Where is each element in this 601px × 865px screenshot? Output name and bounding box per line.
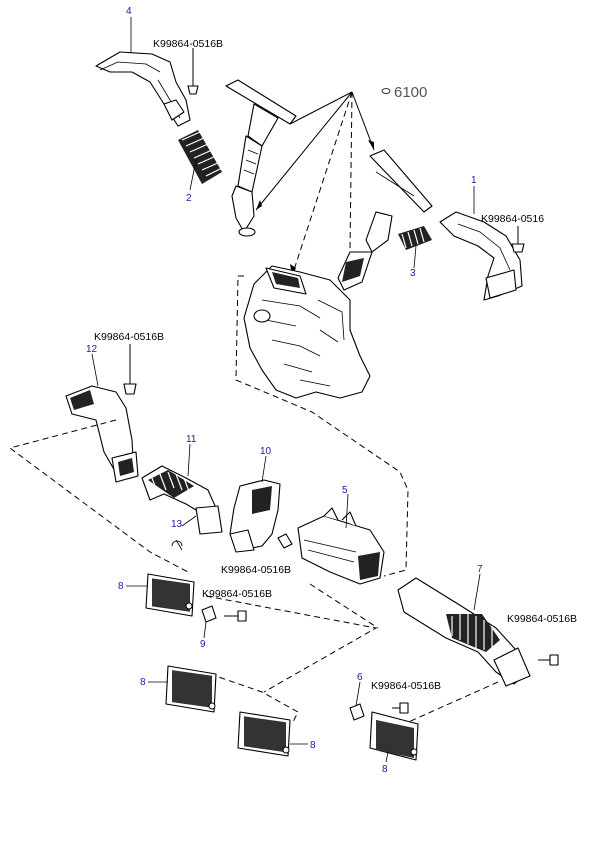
defroster-right-nozzle: [369, 149, 433, 213]
leader-5: [345, 493, 349, 529]
part-8-floor-grille-2: [165, 665, 217, 713]
leader-6: [355, 681, 361, 707]
leader-11: [187, 443, 191, 477]
callout-8-b: 8: [140, 677, 146, 688]
part-9-clip: [201, 605, 217, 623]
callout-8-d: 8: [382, 764, 388, 775]
part-number-left: K99864-0516B: [94, 331, 164, 343]
part-number-6: K99864-0516B: [371, 680, 441, 692]
leader-12: [91, 353, 99, 387]
leader-10: [261, 455, 267, 483]
leader-7: [473, 573, 481, 611]
part-11-corrugated-hose: [141, 465, 223, 535]
part-number-right: K99864-0516: [481, 213, 544, 225]
screw-left: [123, 344, 137, 395]
part-8-floor-grille-4: [369, 711, 419, 761]
part-10-vent-duct: [229, 479, 281, 553]
duct-right-riser: [337, 211, 393, 291]
leader-2: [189, 159, 197, 191]
callout-8-c: 8: [310, 740, 316, 751]
callout-2: 2: [186, 193, 192, 204]
screw-right: [511, 226, 525, 253]
part-3-coil-hose: [398, 226, 432, 250]
callout-3: 3: [410, 268, 416, 279]
callout-6: 6: [357, 672, 363, 683]
leader-7-to-8: [403, 681, 499, 725]
part-number-9: K99864-0516B: [202, 588, 272, 600]
leader-12-to-8: [8, 419, 189, 573]
part-number-top: K99864-0516B: [153, 38, 223, 50]
ref-clip-icon: [381, 88, 391, 94]
screw-top: [187, 48, 199, 95]
screw-6: [392, 702, 409, 714]
part-8-floor-grille-3: [237, 711, 291, 757]
leader-8-d: [385, 751, 389, 763]
callout-12: 12: [86, 344, 98, 355]
part-number-7: K99864-0516B: [507, 613, 577, 625]
callout-5: 5: [342, 485, 348, 496]
callout-13: 13: [171, 519, 183, 530]
callout-1: 1: [471, 175, 477, 186]
leader-13: [181, 515, 197, 527]
part-13-clip: [171, 539, 183, 551]
heater-unit-housing: [243, 265, 371, 399]
part-6-clip: [349, 703, 365, 721]
leader-3: [413, 245, 417, 269]
callout-4: 4: [126, 6, 132, 17]
part-8-floor-grille-1: [145, 573, 195, 617]
part-4-defroster-duct-left: [95, 51, 191, 127]
part-1-defroster-duct-right: [439, 211, 523, 301]
defroster-center-nozzle: [225, 79, 297, 237]
leader-heater-to-5: [235, 275, 409, 577]
callout-8-a: 8: [118, 581, 124, 592]
callout-7: 7: [477, 564, 483, 575]
part-number-mid: K99864-0516B: [221, 564, 291, 576]
leader-8-to-8: [209, 673, 299, 725]
leader-5-to-8: [309, 583, 379, 629]
leader-9: [203, 621, 207, 639]
part-2-bellows-hose: [178, 130, 223, 184]
callout-11: 11: [186, 434, 197, 445]
screw-7: [538, 654, 559, 666]
callout-9: 9: [200, 639, 206, 650]
callout-10: 10: [260, 446, 272, 457]
reference-number-6100: 6100: [394, 84, 427, 101]
leader-9-to-8: [205, 595, 378, 693]
part-5-center-rear-duct: [297, 507, 385, 585]
reference-leaders-6100: [255, 91, 375, 277]
screw-9: [224, 610, 247, 622]
screw-mid: [277, 533, 293, 549]
part-7-rear-floor-duct: [397, 577, 531, 687]
part-12-side-vent-duct: [65, 385, 139, 483]
